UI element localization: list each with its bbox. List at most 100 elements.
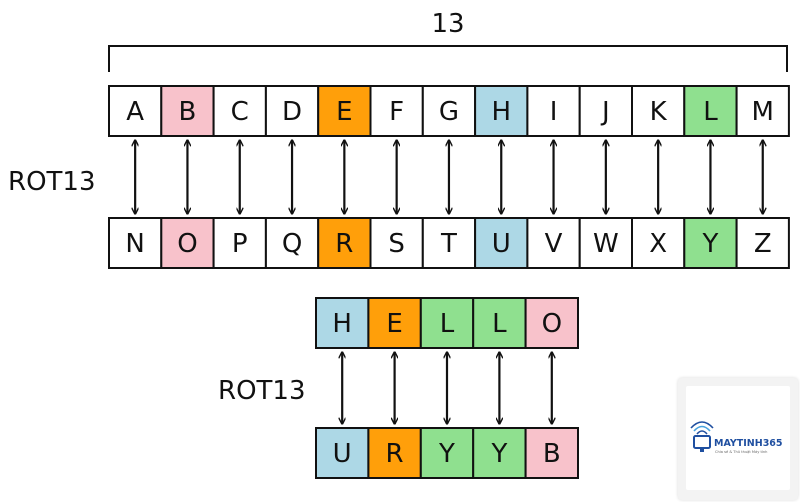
plain-cell: L — [472, 297, 527, 349]
top-row-cell-box — [317, 85, 372, 137]
bottom-row-cell-box — [578, 217, 634, 269]
rot13-label-top: ROT13 — [8, 167, 96, 197]
top-row-letter: D — [282, 97, 302, 127]
top-row-cell: B — [160, 85, 215, 137]
top-row-cell-box — [526, 85, 581, 137]
top-row-cell: M — [735, 85, 790, 137]
top-row-cell: E — [317, 85, 372, 137]
top-row-letter: M — [752, 97, 774, 127]
top-row-cell-box — [369, 85, 424, 137]
top-row-cell-box — [108, 85, 163, 137]
top-row-cell: A — [108, 85, 163, 137]
rot13-label-bottom: ROT13 — [218, 376, 306, 406]
top-row-letter: J — [600, 97, 610, 127]
top-row-cell-box — [683, 85, 738, 137]
top-row-letter: G — [439, 97, 459, 127]
plain-cell: E — [367, 297, 422, 349]
top-row-cell: G — [421, 85, 477, 137]
top-row-cell: F — [369, 85, 424, 137]
plain-letter: E — [386, 309, 402, 339]
cipher-letter: R — [386, 439, 404, 469]
shift-label: 13 — [431, 9, 464, 39]
top-row-letter: B — [179, 97, 197, 127]
top-row-cell-box — [264, 85, 320, 137]
top-row-cell: D — [264, 85, 320, 137]
top-row-cell: C — [212, 85, 267, 137]
bottom-row-cell: V — [526, 217, 581, 269]
bottom-row-letter: S — [388, 229, 405, 259]
word-arrows — [342, 352, 552, 424]
cipher-cell: B — [524, 427, 579, 479]
plain-letter: H — [332, 309, 352, 339]
bottom-row-cell-box — [369, 217, 424, 269]
bottom-row-cell: P — [212, 217, 267, 269]
shift-bracket — [108, 45, 788, 72]
top-row-cell: J — [578, 85, 634, 137]
cipher-cell-box — [367, 427, 422, 479]
bottom-row-cell: U — [474, 217, 529, 269]
cipher-cell-box — [524, 427, 579, 479]
bottom-row-cell: X — [631, 217, 686, 269]
bottom-row-letter: Z — [754, 229, 772, 259]
cipher-cell: Y — [419, 427, 475, 479]
bottom-row-letter: U — [492, 229, 511, 259]
bottom-row-cell-box — [526, 217, 581, 269]
top-row-cell-box — [735, 85, 790, 137]
bottom-row-letter: T — [440, 229, 457, 259]
bottom-row-cell-box — [735, 217, 790, 269]
bottom-row-letter: Y — [702, 229, 719, 259]
top-row-letter: F — [389, 97, 404, 127]
top-row-letter: K — [650, 97, 668, 127]
bottom-row-cell: Q — [264, 217, 320, 269]
bottom-row-letter: V — [545, 229, 563, 259]
top-row-letter: A — [126, 97, 144, 127]
bottom-row-cell-box — [631, 217, 686, 269]
plain-cell: O — [524, 297, 579, 349]
bottom-row-cell-box — [317, 217, 372, 269]
bottom-row-cell: W — [578, 217, 634, 269]
plain-cell-box — [524, 297, 579, 349]
bottom-row-letter: O — [177, 229, 197, 259]
bottom-row-cell-box — [421, 217, 477, 269]
bottom-row-letter: N — [125, 229, 144, 259]
top-row-letter: I — [550, 97, 558, 127]
plain-letter: L — [440, 309, 455, 339]
top-row-cell: L — [683, 85, 738, 137]
bottom-row-cell-box — [212, 217, 267, 269]
cipher-cell-box — [472, 427, 527, 479]
plain-letter: O — [542, 309, 562, 339]
cipher-letter: U — [333, 439, 352, 469]
top-row-cell: H — [474, 85, 529, 137]
watermark-card: MAYTINH365 Chia sẻ & Thủ thuật Máy tính — [678, 378, 798, 500]
alphabet-arrows — [135, 140, 763, 214]
bottom-row-cell: O — [160, 217, 215, 269]
top-row-cell-box — [421, 85, 477, 137]
cipher-letter: Y — [490, 439, 507, 469]
cipher-cell: U — [315, 427, 370, 479]
bottom-row-cell: Z — [735, 217, 790, 269]
bottom-row-cell: S — [369, 217, 424, 269]
bottom-row-letter: Q — [282, 229, 302, 259]
bottom-row-cell: N — [108, 217, 163, 269]
bottom-row-cell-box — [108, 217, 163, 269]
bottom-row-cell: T — [421, 217, 477, 269]
bottom-row-cell-box — [160, 217, 215, 269]
plain-letter: L — [492, 309, 507, 339]
plain-cell-box — [315, 297, 370, 349]
bottom-row-letter: X — [649, 229, 667, 259]
top-row-letter: L — [703, 97, 718, 127]
plain-cell: L — [419, 297, 475, 349]
monitor-wifi-logo-icon: MAYTINH365 Chia sẻ & Thủ thuật Máy tính — [690, 421, 783, 454]
cipher-cell: R — [367, 427, 422, 479]
watermark-brand: MAYTINH365 — [714, 438, 783, 449]
cipher-letter: B — [543, 439, 561, 469]
bottom-row-letter: W — [593, 229, 619, 259]
bottom-row-cell-box — [264, 217, 320, 269]
plain-cell-box — [472, 297, 527, 349]
top-row-letter: C — [231, 97, 249, 127]
bottom-row-cell: Y — [683, 217, 738, 269]
